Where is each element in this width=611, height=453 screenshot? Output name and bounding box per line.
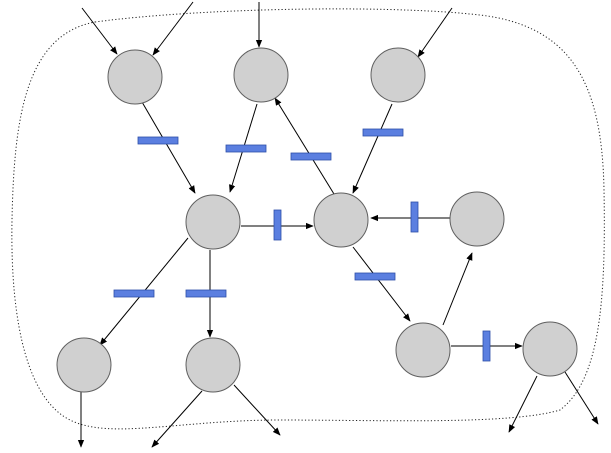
place-top-1 xyxy=(107,49,163,105)
place-bottom-right-2 xyxy=(522,321,578,377)
arc-top3-center xyxy=(352,103,393,194)
transition-t2 xyxy=(225,144,267,153)
arc-in-top1 xyxy=(81,7,118,55)
transition-t1 xyxy=(137,136,179,145)
transition-t9 xyxy=(354,272,396,281)
place-top-2 xyxy=(233,47,289,103)
place-center-left xyxy=(185,194,241,250)
place-right xyxy=(449,191,505,247)
place-bottom-right-1 xyxy=(395,322,451,378)
transition-t5 xyxy=(273,209,282,241)
transition-t10 xyxy=(482,330,491,362)
place-bottom-left xyxy=(56,337,112,393)
transition-t8 xyxy=(185,289,227,298)
place-center xyxy=(313,192,369,248)
arc-out-bm1 xyxy=(151,390,203,448)
transition-t7 xyxy=(113,289,155,298)
transition-t3 xyxy=(290,152,332,161)
arc-center-top2 xyxy=(274,97,335,195)
transition-t6 xyxy=(410,201,419,233)
subnet-boundary xyxy=(11,8,605,430)
arc-top1-center-left xyxy=(141,101,196,194)
arc-out-bm2 xyxy=(233,384,281,436)
arc-out-br2b xyxy=(564,371,599,425)
place-bottom-mid xyxy=(185,337,241,393)
arc-br1-right xyxy=(442,252,473,326)
place-top-3 xyxy=(370,47,426,103)
transitions xyxy=(113,128,491,362)
arc-in-top3 xyxy=(417,7,453,58)
transition-t4 xyxy=(362,128,404,137)
arc-in-top1b xyxy=(152,1,194,56)
places xyxy=(56,47,578,393)
arc-out-br2a xyxy=(508,375,538,433)
arc-center-br1 xyxy=(352,246,411,322)
